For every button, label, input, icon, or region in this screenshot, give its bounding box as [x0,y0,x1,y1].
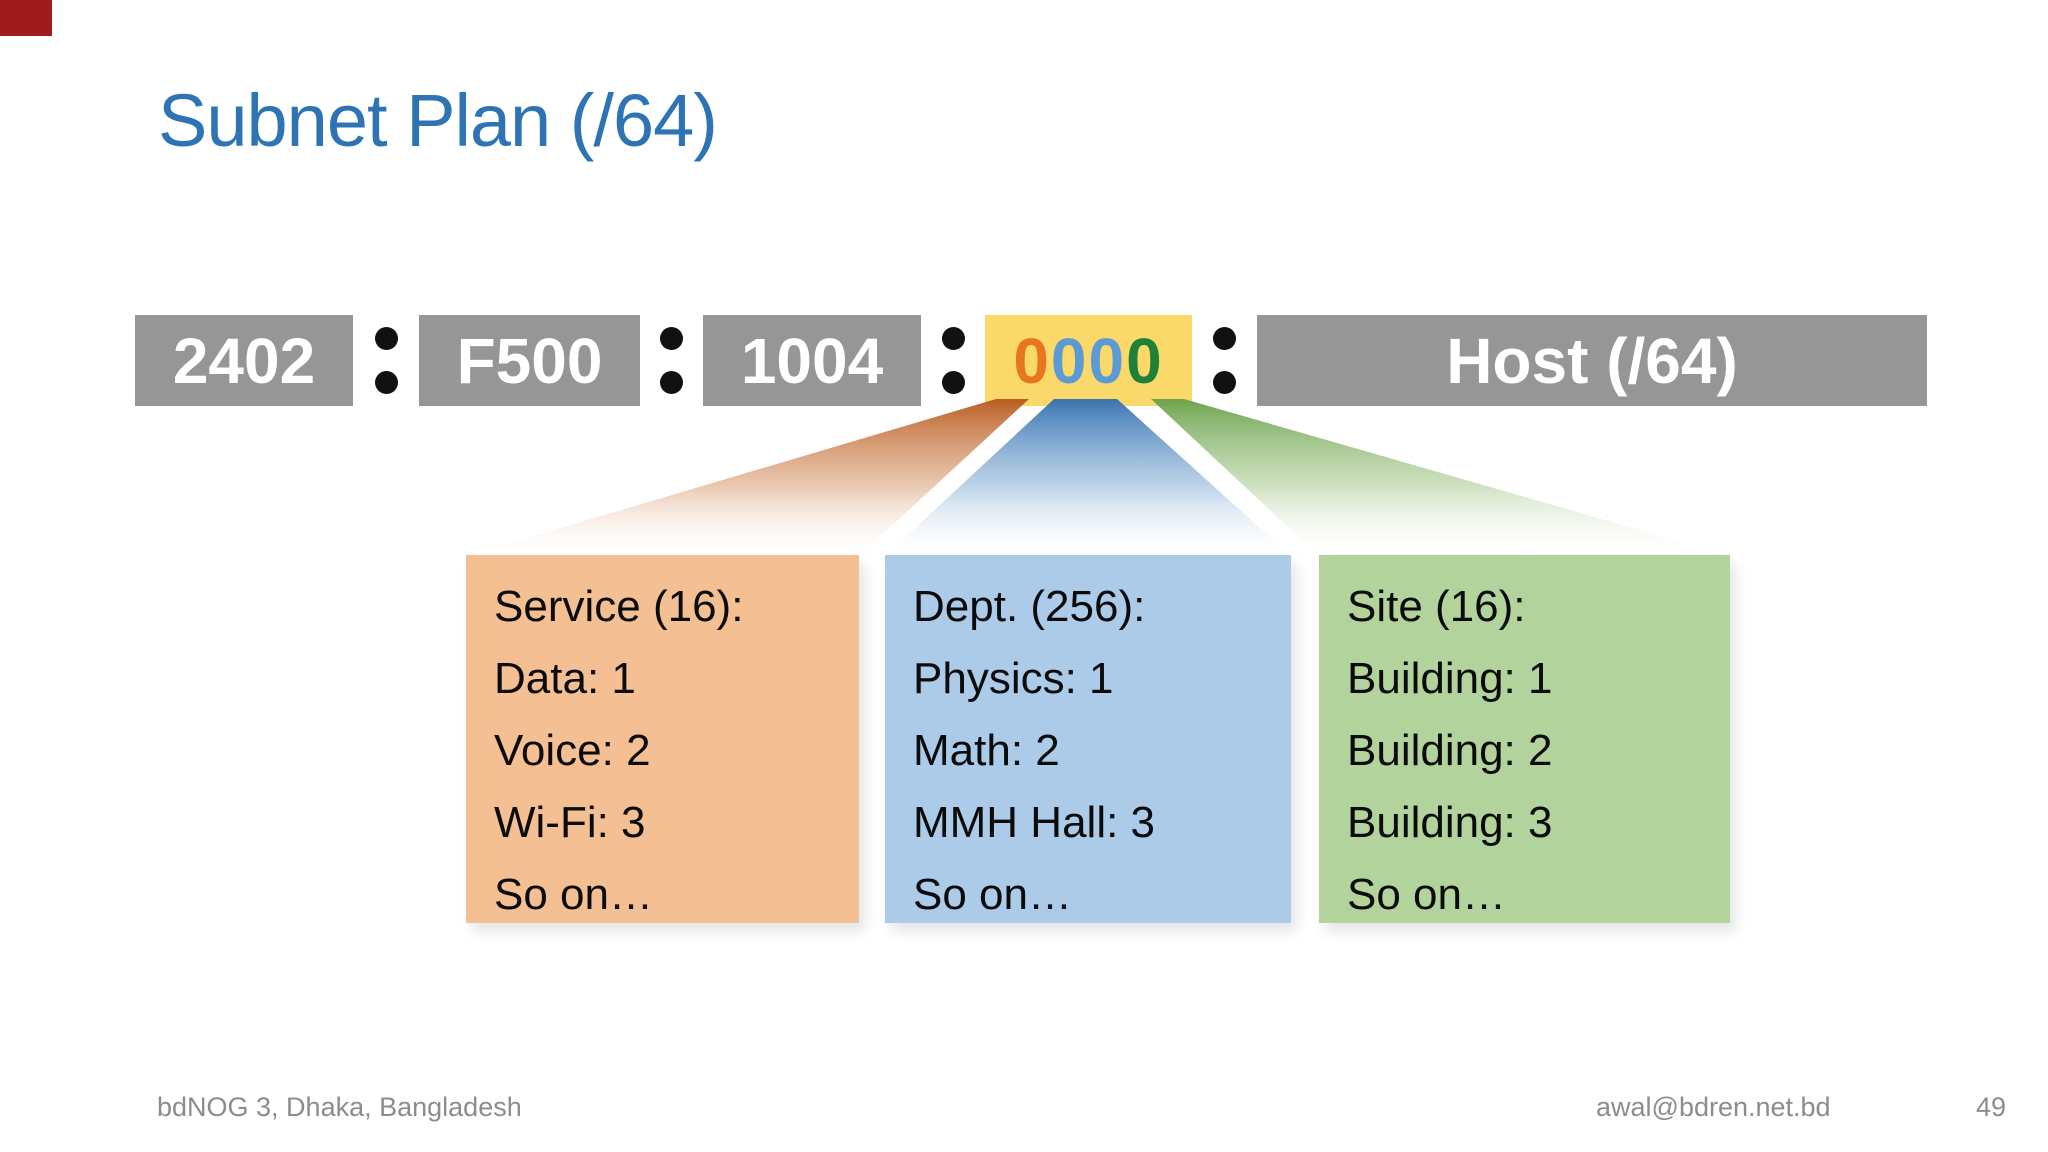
colon-dot [941,371,965,394]
dept-box-line: Physics: 1 [913,654,1114,703]
service-box-line: So on… [494,870,653,919]
colon-separator [374,315,398,406]
service-box-heading: Service (16): [494,582,744,631]
service-box-line: Data: 1 [494,654,636,703]
subnet-digit: 0 [1013,324,1051,397]
subnet-digit: 0 [1050,324,1089,397]
colon-separator [941,315,965,406]
address-segment-label: 1004 [740,324,884,397]
colon-dot [1212,327,1236,350]
dept-box-line: So on… [913,870,1072,919]
site-box-line: Building: 3 [1347,798,1553,847]
corner-mark [0,0,52,36]
address-segment-1004: 1004 [703,315,921,406]
site-box-line: So on… [1347,870,1506,919]
address-segment-host: Host (/64) [1257,315,1927,406]
dept-box-line: Math: 2 [913,726,1060,775]
subnet-digit: 0 [1126,324,1164,397]
colon-dot [1212,371,1236,394]
service-box: Service (16): Data: 1 Voice: 2 Wi-Fi: 3 … [466,555,859,923]
colon-dot [941,327,965,350]
site-box-line: Building: 2 [1347,726,1553,775]
colon-separator [659,315,683,406]
dept-box-line: MMH Hall: 3 [913,798,1156,847]
funnel-dept [885,399,1291,556]
address-segment-f500: F500 [419,315,640,406]
footer-venue: bdNOG 3, Dhaka, Bangladesh [157,1092,522,1122]
site-box: Site (16): Building: 1 Building: 2 Build… [1319,555,1730,923]
colon-dot [374,327,398,350]
address-segment-label: 2402 [172,324,316,397]
dept-box: Dept. (256): Physics: 1 Math: 2 MMH Hall… [885,555,1291,923]
service-box-line: Wi-Fi: 3 [494,798,646,847]
page-title: Subnet Plan (/64) [158,79,718,162]
colon-dot [659,371,683,394]
subnet-digit: 0 [1088,324,1127,397]
colon-dot [659,327,683,350]
address-segment-label: Host (/64) [1446,324,1738,397]
address-segment-2402: 2402 [135,315,353,406]
site-box-line: Building: 1 [1347,654,1553,703]
funnel-site [1151,399,1730,556]
footer-email: awal@bdren.net.bd [1596,1092,1831,1122]
funnel-service [466,399,1029,556]
dept-box-heading: Dept. (256): [913,582,1146,631]
colon-dot [374,371,398,394]
service-box-line: Voice: 2 [494,726,651,775]
colon-separator [1212,315,1236,406]
address-segment-label: F500 [456,324,603,397]
footer-page-number: 49 [1976,1092,2007,1122]
site-box-heading: Site (16): [1347,582,1526,631]
